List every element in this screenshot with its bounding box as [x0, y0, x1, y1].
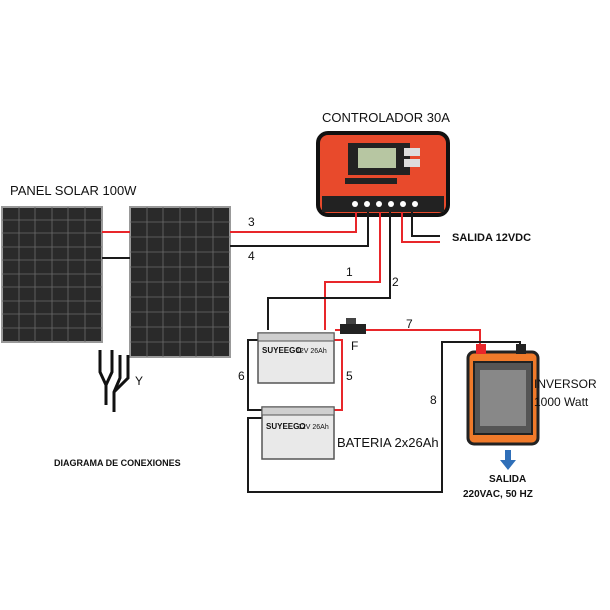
- battery-brand: SUYEEGO: [266, 422, 306, 431]
- diagram-title: DIAGRAMA DE CONEXIONES: [54, 458, 181, 468]
- y-connector-icon: [98, 350, 130, 412]
- wire-label-4: 4: [248, 249, 255, 263]
- wire-3: [230, 212, 357, 233]
- wire-6: [247, 339, 262, 411]
- down-arrow-icon: [500, 450, 516, 470]
- wire-label-1: 1: [346, 265, 353, 279]
- wire-5: [330, 339, 343, 411]
- controller-label: CONTROLADOR 30A: [322, 110, 450, 125]
- wire-label-5: 5: [346, 369, 353, 383]
- wire-2: [267, 212, 391, 330]
- charge-controller: [316, 131, 450, 217]
- ac-output-label-line2: 220VAC, 50 HZ: [463, 489, 533, 500]
- wire-label-3: 3: [248, 215, 255, 229]
- wire-8: [247, 341, 521, 493]
- battery-spec: 12V 26Ah: [296, 348, 327, 355]
- panel-label: PANEL SOLAR 100W: [10, 183, 137, 198]
- wire-label-8: 8: [430, 393, 437, 407]
- inverter-label-line1: INVERSOR: [534, 377, 597, 391]
- wire-4: [230, 212, 369, 247]
- wire-1: [324, 212, 381, 330]
- fuse-label: F: [351, 339, 358, 353]
- battery-label: BATERIA 2x26Ah: [337, 435, 439, 450]
- wire-label-6: 6: [238, 369, 245, 383]
- fuse-icon: [340, 318, 366, 334]
- wire-dc-positive: [401, 212, 440, 243]
- inverter-label-line2: 1000 Watt: [534, 395, 589, 409]
- battery-spec: 12V 26Ah: [298, 424, 329, 431]
- dc-output-label: SALIDA 12VDC: [452, 232, 531, 244]
- y-connector-label: Y: [135, 374, 143, 388]
- wire-7: [335, 329, 481, 345]
- solar-panel-left: [1, 206, 103, 343]
- inverter: [466, 344, 540, 446]
- wire-dc-negative: [411, 212, 440, 237]
- wire-label-7: 7: [406, 317, 413, 331]
- ac-output-label-line1: SALIDA: [489, 474, 526, 485]
- battery-bottom: SUYEEGO 12V 26Ah: [261, 406, 335, 460]
- battery-top: SUYEEGO 12V 26Ah: [257, 332, 335, 384]
- solar-panel-right: [129, 206, 231, 358]
- wire-label-2: 2: [392, 275, 399, 289]
- battery-brand: SUYEEGO: [262, 346, 302, 355]
